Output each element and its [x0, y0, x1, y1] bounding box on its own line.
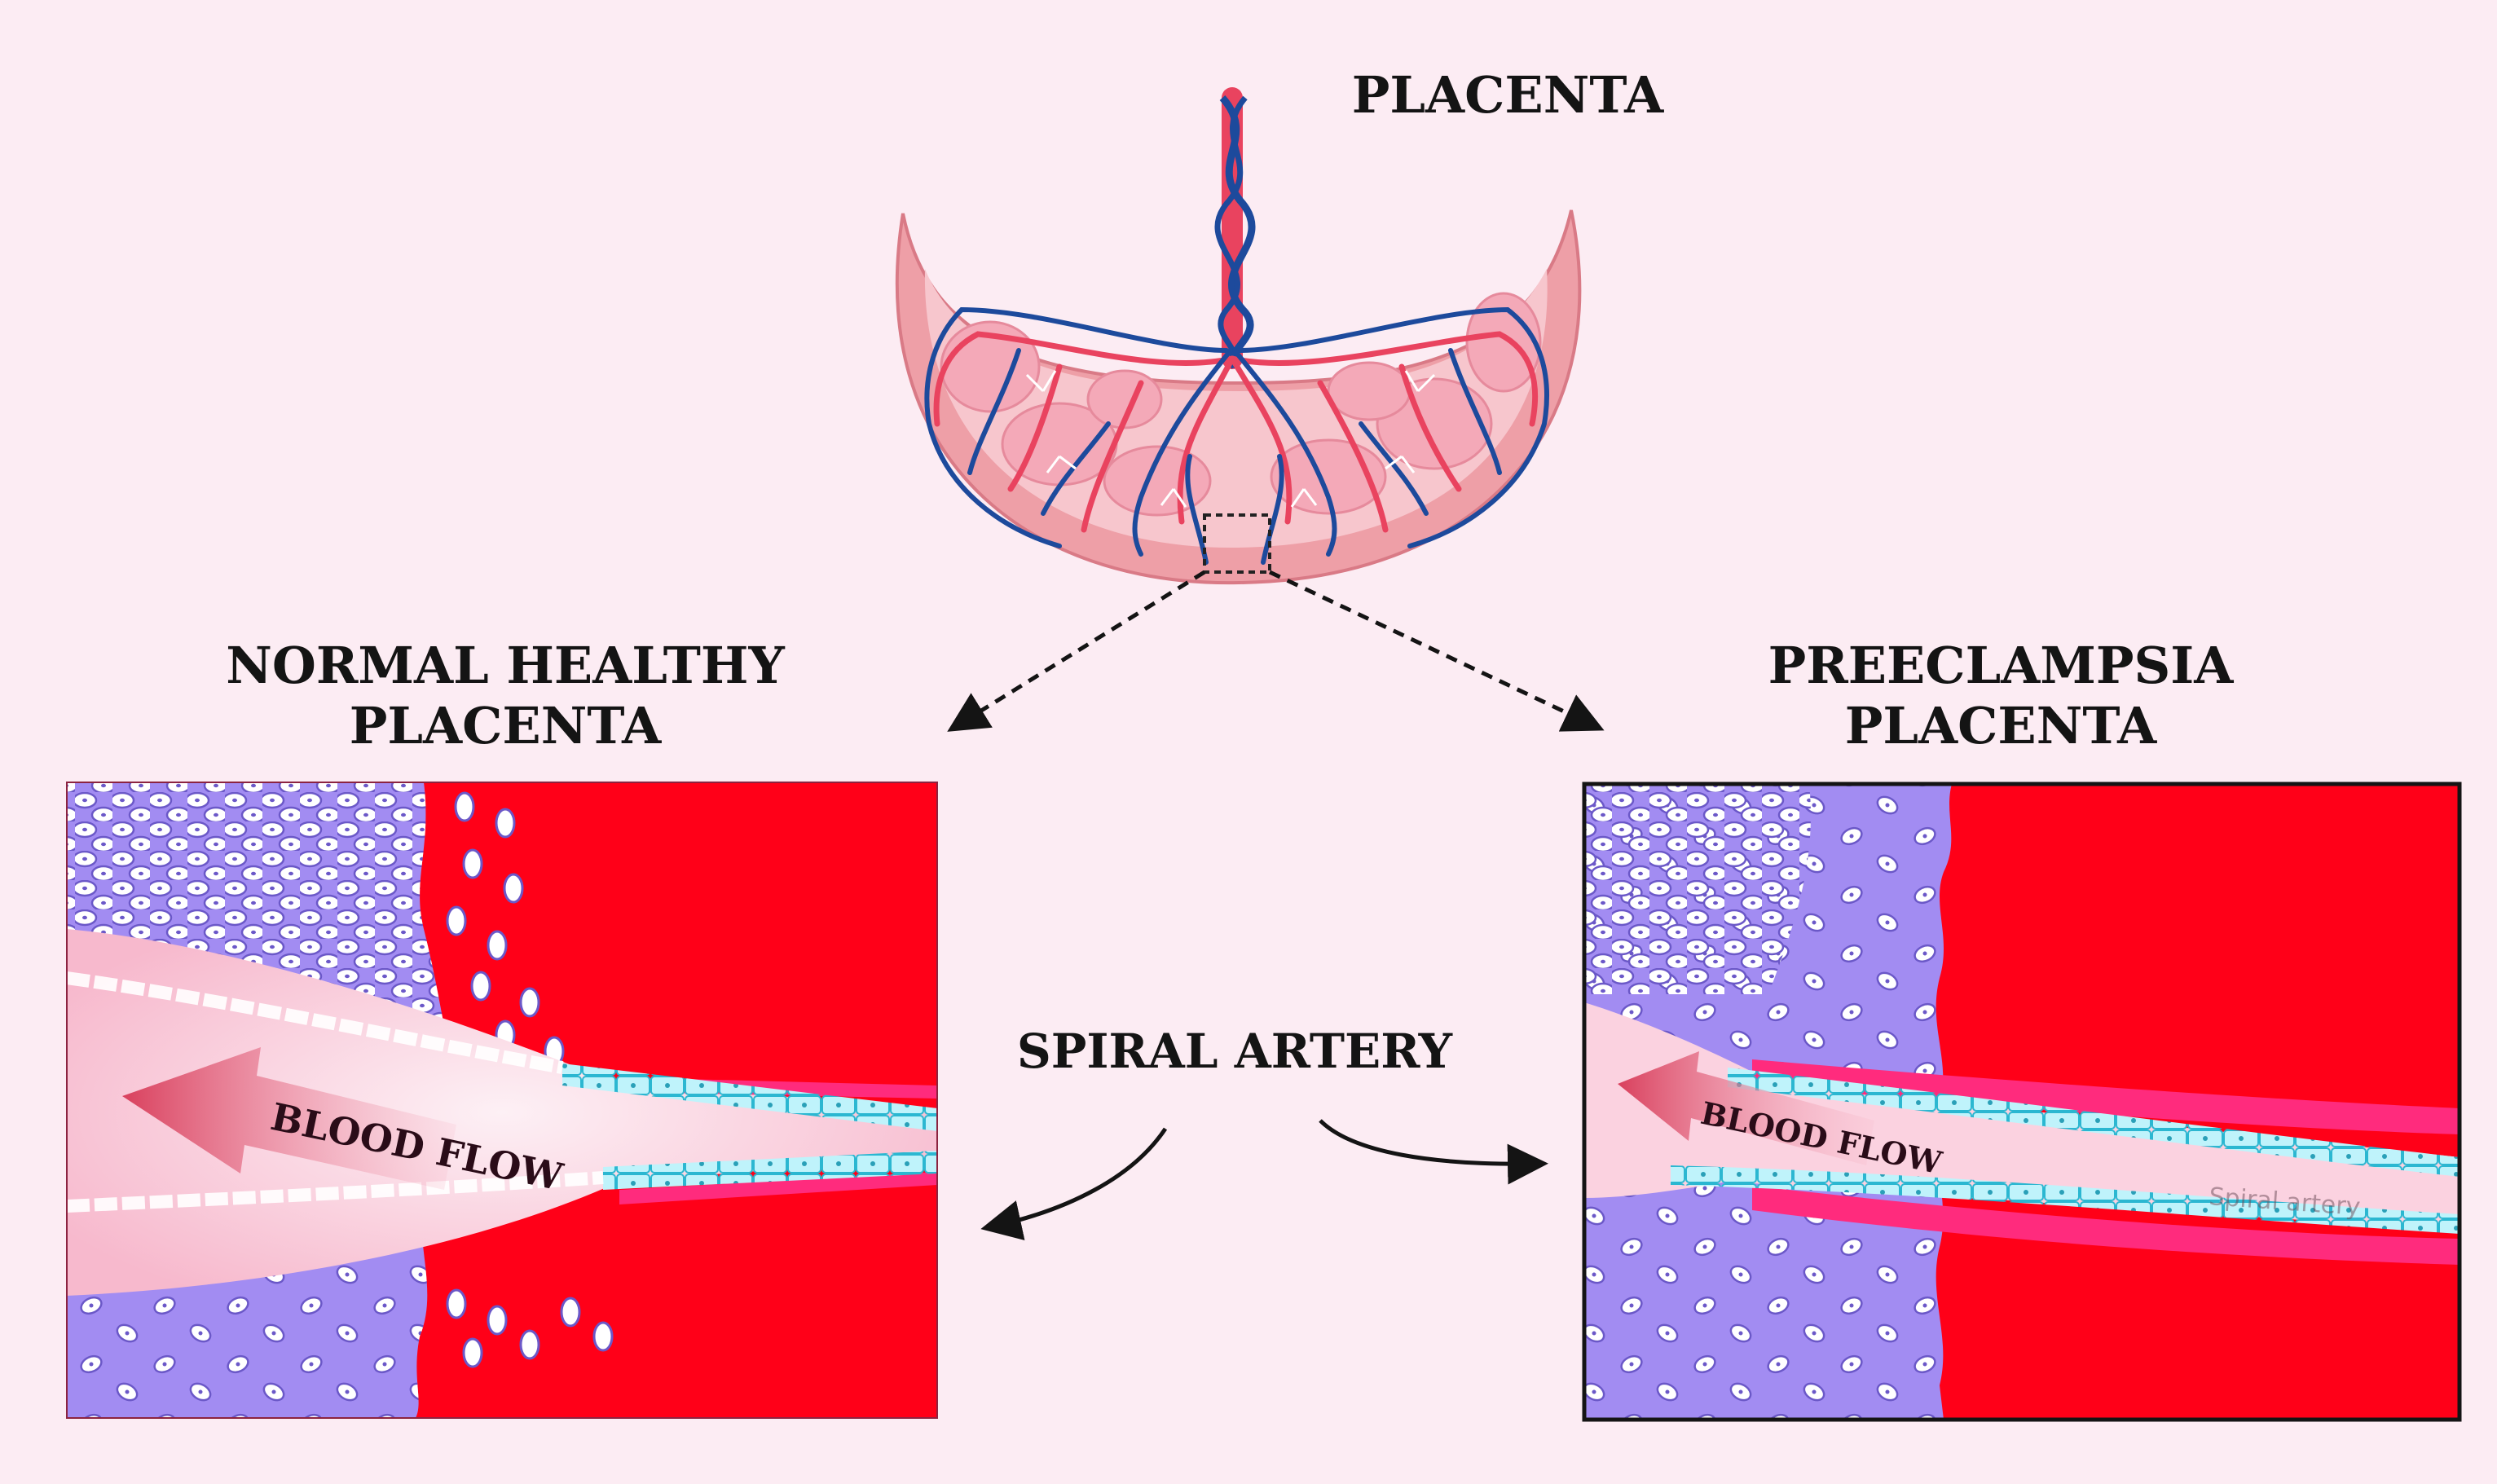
- normal-endothelium-bottom: [603, 1151, 937, 1190]
- preeclampsia-endothelium-top: [1728, 1068, 2460, 1177]
- blood-flow-arrow-left: [122, 1047, 456, 1190]
- blood-flow-arrow-right: [1618, 1051, 1874, 1165]
- spiral-artery-arrow-right: [1319, 1119, 1548, 1185]
- preeclampsia-title-line2: PLACENTA: [1845, 696, 2157, 755]
- normal-placenta-title-line2: PLACENTA: [350, 696, 662, 755]
- umbilical-cord: [1214, 87, 1256, 369]
- preeclampsia-endothelium-bottom: [1671, 1165, 2460, 1234]
- dashed-arrow-to-preeclampsia: [1268, 570, 1605, 732]
- dashed-arrow-to-normal: [947, 570, 1206, 732]
- preeclampsia-title-line1: PREECLAMPSIA: [1768, 636, 2235, 695]
- normal-spiral-artery-panel: BLOOD FLOW: [67, 782, 937, 1418]
- placenta-title: PLACENTA: [1352, 65, 1664, 125]
- normal-placenta-title-line1: NORMAL HEALTHY: [226, 636, 785, 695]
- placenta-villi: [1025, 370, 1436, 508]
- invading-trophoblast-cells: [446, 791, 614, 1368]
- spiral-artery-arrow-left: [980, 1127, 1168, 1240]
- placenta-veins: [924, 306, 1549, 565]
- placenta-arteries: [933, 331, 1539, 533]
- placenta-illustration: [895, 87, 1582, 585]
- spiral-artery-label: SPIRAL ARTERY: [1017, 1024, 1453, 1079]
- preeclampsia-panel-border: [1582, 782, 2462, 1422]
- normal-endothelium-top: [562, 1063, 937, 1131]
- zoom-region-box: [1203, 513, 1271, 574]
- preeclampsia-spiral-artery-panel: Spiral artery BLOOD FLOW: [1584, 784, 2460, 1420]
- normal-panel-border: [66, 782, 938, 1419]
